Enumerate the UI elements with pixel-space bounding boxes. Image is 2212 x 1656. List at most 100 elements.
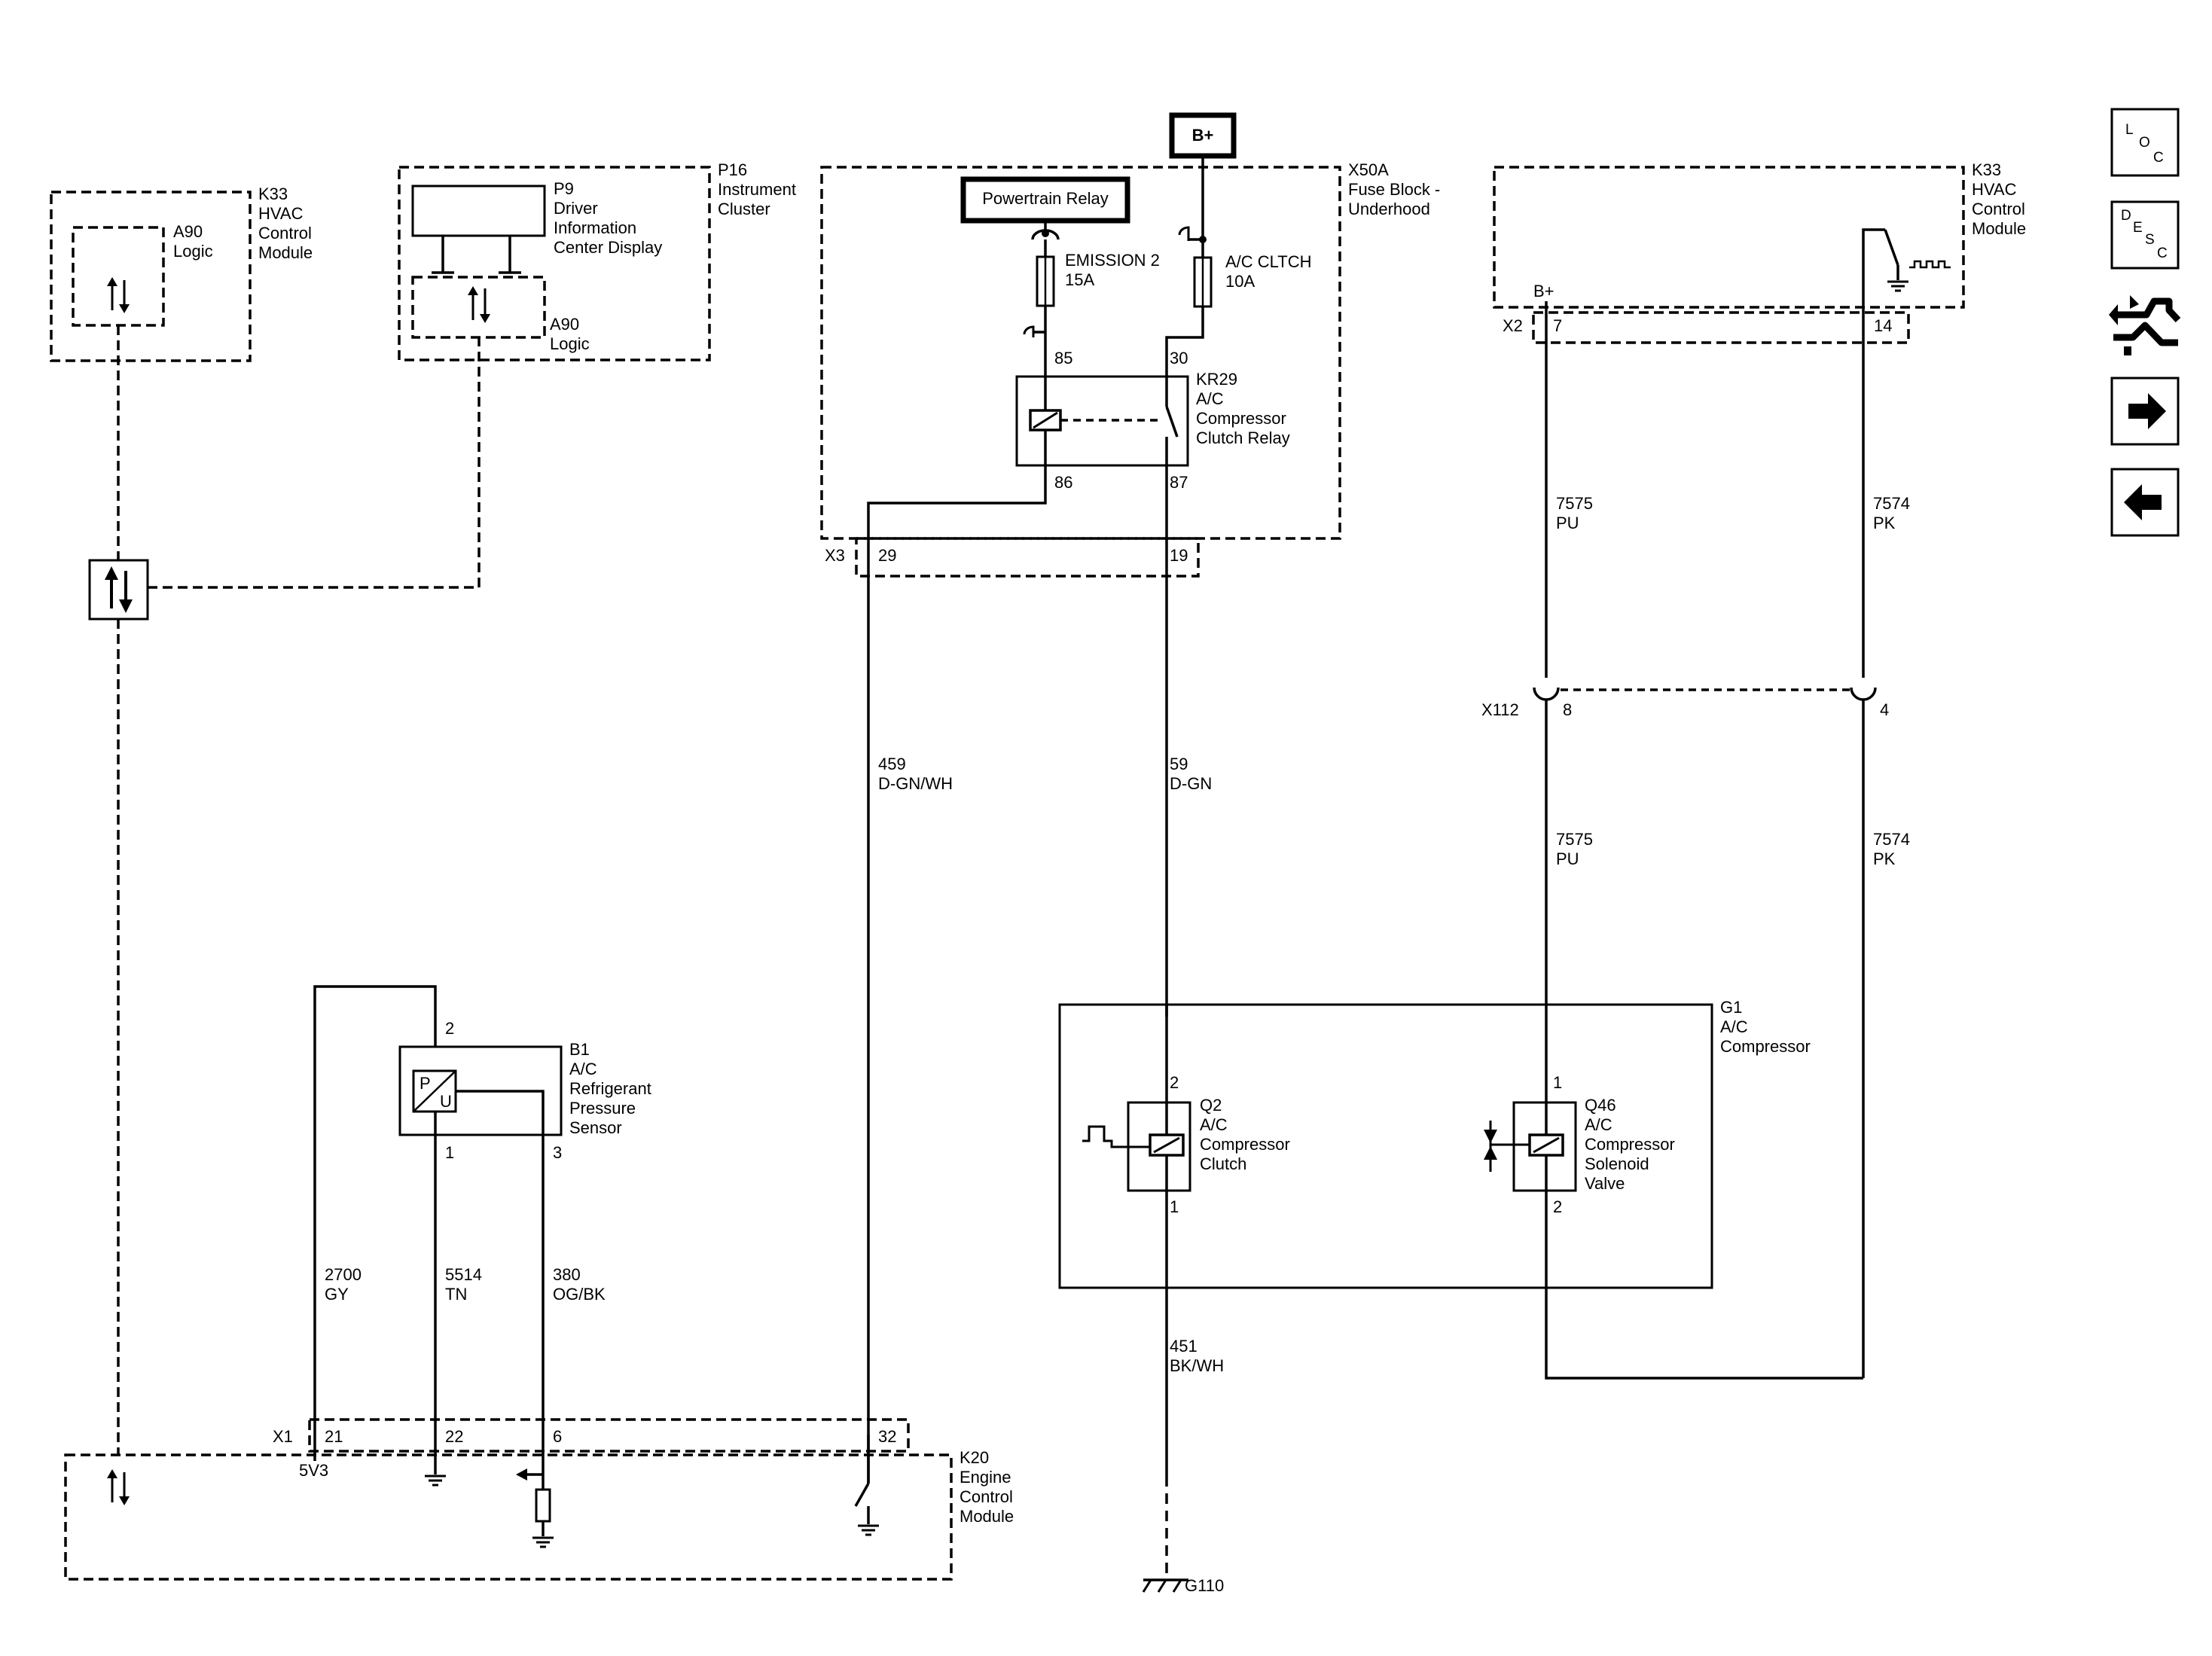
k20-pullup-resistor	[535, 1488, 551, 1523]
p9-ref: P9	[554, 179, 574, 198]
w380-circuit: 380	[553, 1265, 581, 1284]
a90-p16-label: Logic	[550, 334, 590, 353]
p9-display-box	[411, 185, 546, 237]
p9-l3: Center Display	[554, 238, 662, 257]
k33-left-l2: Control	[258, 224, 312, 242]
g110-label: G110	[1185, 1576, 1224, 1595]
comm-arrows-icon	[107, 277, 130, 313]
g1-l2: Compressor	[1720, 1037, 1811, 1056]
a90-logic-p16-outline	[411, 276, 546, 339]
connector-harness-icon[interactable]	[2109, 295, 2181, 355]
p9-l2: Information	[554, 218, 636, 237]
loc-glyph-c: C	[2153, 150, 2164, 166]
k20-comm-arrows-icon	[107, 1469, 130, 1505]
k20-ref: K20	[960, 1448, 989, 1467]
ac-fuse-connector	[1178, 226, 1190, 241]
q2-pin-2: 2	[1170, 1073, 1179, 1092]
k33-output-switch	[1884, 229, 1899, 266]
x112-pin-4-symbol	[1850, 687, 1877, 701]
w7575b-color: PU	[1556, 849, 1579, 868]
q2-l2: Compressor	[1200, 1135, 1290, 1154]
bplus-top-label: B+	[1192, 126, 1214, 145]
k20-5v3-label: 5V3	[299, 1461, 328, 1480]
q46-ref: Q46	[1585, 1096, 1616, 1115]
q2-l3: Clutch	[1200, 1154, 1246, 1173]
desc-glyph-d: D	[2121, 208, 2131, 224]
desc-glyph-c: C	[2157, 246, 2168, 261]
x1-pin-32: 32	[878, 1427, 896, 1446]
kr29-l1: A/C	[1196, 389, 1224, 408]
x3-pin-19: 19	[1170, 546, 1188, 565]
kr29-pin-86: 86	[1054, 473, 1072, 492]
desc-glyph-e: E	[2133, 220, 2143, 236]
circuit-380	[456, 1090, 545, 1435]
fuse-emission-rating: 15A	[1065, 270, 1094, 289]
k20-ground-22	[423, 1475, 447, 1487]
k33-hvac-left-module-outline	[50, 191, 252, 362]
w7575a-circuit: 7575	[1556, 494, 1593, 513]
p16-l2: Cluster	[718, 200, 770, 218]
b1-sensor-box	[398, 1045, 563, 1136]
q46-pin-2: 2	[1553, 1197, 1562, 1216]
prev-page-button[interactable]	[2110, 468, 2180, 537]
k20-ecm-outline	[64, 1453, 953, 1581]
w7574a-color: PK	[1873, 514, 1896, 532]
chassis-ground-g110-icon	[1142, 1578, 1188, 1593]
kr29-l2: Compressor	[1196, 409, 1286, 428]
k33-right-l3: Module	[1972, 219, 2026, 238]
g1-ref: G1	[1720, 998, 1742, 1017]
a90-left-label: Logic	[173, 242, 213, 261]
k20-l2: Control	[960, 1487, 1013, 1506]
x3-pin-29: 29	[878, 546, 896, 565]
a90-p16-ref: A90	[550, 315, 579, 334]
solenoid-return-wire	[1545, 1191, 1863, 1380]
b1-l3: Pressure	[569, 1099, 636, 1118]
a90-logic-left-outline	[72, 226, 165, 327]
k33-right-ref: K33	[1972, 160, 2001, 179]
x50a-fuse-block-outline	[820, 166, 1341, 540]
q2-ref: Q2	[1200, 1096, 1222, 1115]
circuit-2700	[313, 985, 437, 1435]
q46-l4: Valve	[1585, 1174, 1625, 1193]
b1-u-glyph: U	[440, 1092, 452, 1111]
k33-left-l3: Module	[258, 243, 313, 262]
kr29-pin-87: 87	[1170, 473, 1188, 492]
k20-l1: Engine	[960, 1468, 1011, 1487]
loc-button[interactable]: L O C	[2110, 108, 2180, 177]
k20-ground-32	[856, 1524, 880, 1536]
x1-label: X1	[273, 1427, 293, 1446]
x1-pin-21: 21	[325, 1427, 343, 1446]
x1-connector	[308, 1418, 910, 1453]
solenoid-valve-icon	[1484, 1121, 1530, 1172]
b1-pin-1: 1	[445, 1143, 454, 1162]
w2700-color: GY	[325, 1285, 349, 1304]
x112-pin-8-symbol	[1533, 687, 1560, 701]
w7574b-circuit: 7574	[1873, 830, 1910, 849]
b1-pin-3: 3	[553, 1143, 562, 1162]
next-page-button[interactable]	[2110, 377, 2180, 446]
serial-data-arrows-icon	[105, 566, 133, 613]
comm-arrows-p16-icon	[468, 286, 490, 323]
loc-glyph-l: L	[2125, 122, 2134, 138]
loc-glyph-o: O	[2139, 135, 2150, 151]
kr29-pin-30: 30	[1170, 349, 1188, 367]
fuse-ac-name: A/C CLTCH	[1225, 252, 1312, 271]
w59-circuit: 59	[1170, 755, 1188, 773]
serial-data-node	[88, 559, 149, 621]
b1-p-glyph: P	[420, 1074, 431, 1093]
x1-pin-22: 22	[445, 1427, 463, 1446]
w451-circuit: 451	[1170, 1337, 1198, 1356]
emission-inline-connector	[1023, 325, 1035, 337]
x2-label: X2	[1503, 316, 1523, 335]
x50a-ref: X50A	[1348, 160, 1389, 179]
fuse-ac-rating: 10A	[1225, 272, 1255, 291]
desc-glyph-s: S	[2145, 232, 2155, 248]
fuse-emission-name: EMISSION 2	[1065, 251, 1160, 270]
w7575a-color: PU	[1556, 514, 1579, 532]
w5514-color: TN	[445, 1285, 467, 1304]
desc-button[interactable]: D E S C	[2110, 200, 2180, 270]
x50a-l1: Fuse Block -	[1348, 180, 1440, 199]
kr29-pin-85: 85	[1054, 349, 1072, 367]
w451-color: BK/WH	[1170, 1356, 1224, 1375]
